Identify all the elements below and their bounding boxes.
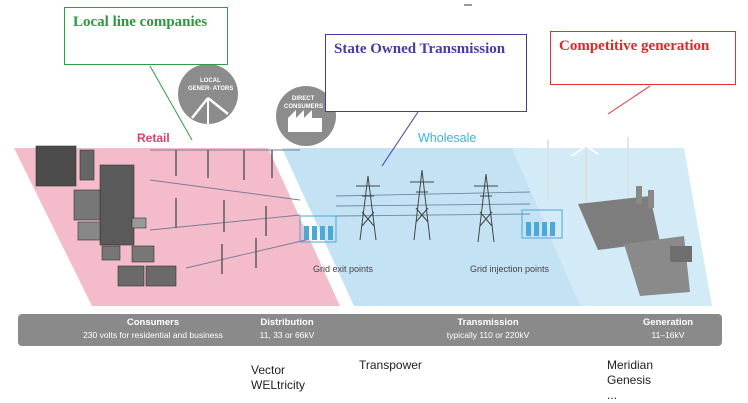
bar-generation-title: Generation [642,317,694,328]
bar-transmission-title: Transmission [457,317,519,328]
state-callout-connector [381,111,419,167]
direct-consumers-label-1: DIRECT [292,96,315,102]
bar-generation-sub: 11–16kV [651,330,685,340]
voltage-bar: Consumers 230 volts for residential and … [18,314,722,346]
local-generators-icon: LOCAL GENER- ATORS [178,64,238,146]
state-owned-transmission-callout: State Owned Transmission [325,34,527,112]
grid-exit-points-label: Grid exit points [313,264,374,274]
transmission-pylons [356,169,498,243]
company-vector: Vector [251,363,286,377]
bar-transmission-sub: typically 110 or 220kV [446,330,530,340]
bar-transmission: Transmission typically 110 or 220kV [428,317,548,340]
grid-exit-substation [299,215,337,243]
direct-consumers-label-2: CONSUMERS [284,104,323,110]
company-genesis: Genesis [607,373,652,387]
wholesale-zone [282,148,592,306]
transmission-lines [335,191,531,217]
local-line-companies-callout: Local line companies [64,7,228,65]
company-ellipsis: ... [607,388,618,402]
bar-consumers-title: Consumers [126,317,180,328]
local-generators-label-2: GENER- ATORS [188,86,233,92]
local-generators-label-1: LOCAL [200,78,221,84]
distribution-poles [175,150,273,274]
bar-generation: Generation 11–16kV [618,317,718,340]
competitive-generation-callout: Competitive generation [550,31,736,85]
wind-turbines [533,101,641,206]
grid-injection-substation [521,209,563,239]
generation-companies: Meridian Genesis ... [607,358,653,403]
bar-distribution: Distribution 11, 33 or 66kV [242,317,332,340]
company-meridian: Meridian [607,358,654,372]
distribution-companies: Vector WELtricity [251,363,305,393]
wholesale-label: Wholesale [418,131,477,145]
consumer-buildings [35,145,177,287]
bar-distribution-title: Distribution [260,317,314,328]
distribution-lines [149,149,307,269]
company-weltricity: WELtricity [251,378,305,392]
company-transpower: Transpower [359,358,422,372]
local-callout-connector [149,65,193,141]
grid-injection-points-label: Grid injection points [470,264,550,274]
competitive-callout-connector [607,85,651,115]
power-stations [578,186,692,296]
bar-consumers: Consumers 230 volts for residential and … [58,317,248,340]
direct-consumers-icon: DIRECT CONSUMERS [276,86,336,146]
bar-consumers-sub: 230 volts for residential and business [83,330,223,340]
retail-label: Retail [137,131,170,145]
transmission-companies: Transpower [359,358,422,373]
bar-distribution-sub: 11, 33 or 66kV [259,330,315,340]
